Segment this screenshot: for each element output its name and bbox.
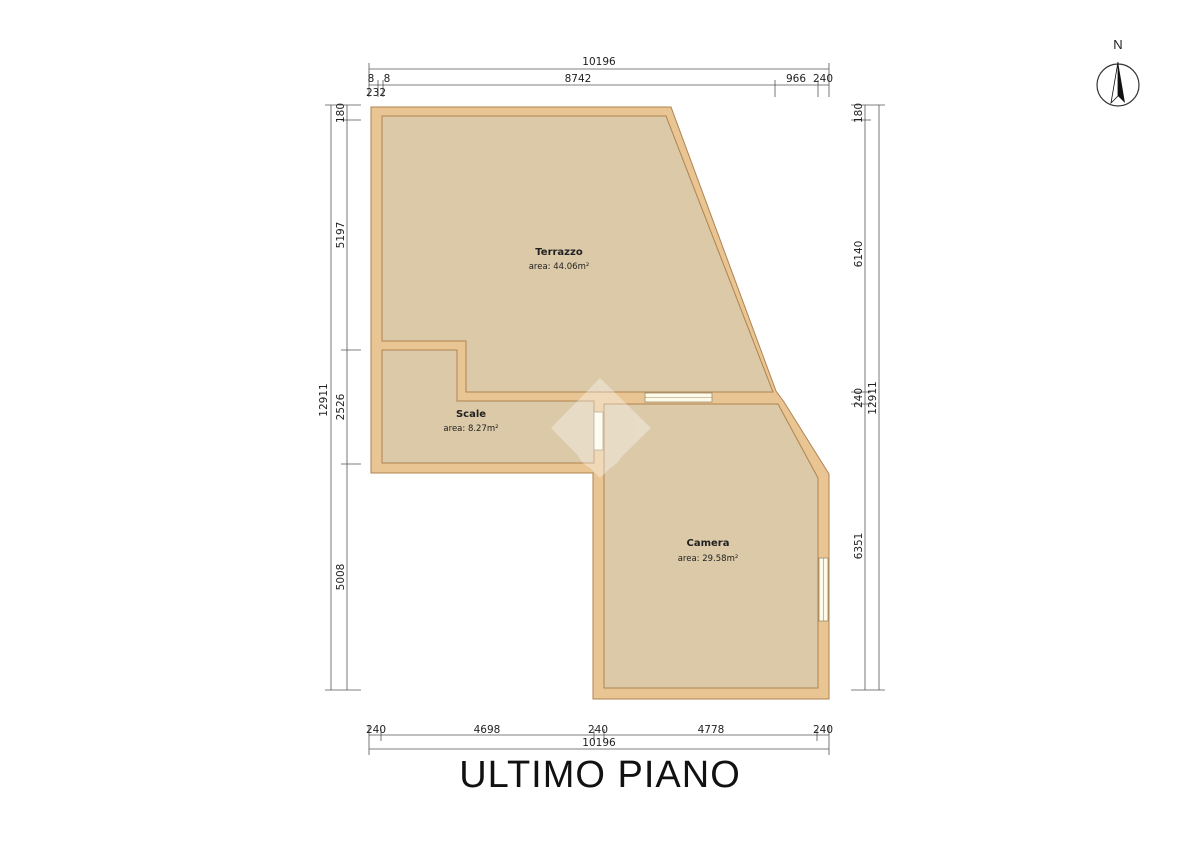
dim-top-f: 232 xyxy=(366,87,386,99)
compass: N xyxy=(1096,37,1140,107)
room-terrazzo-area: area: 44.06m² xyxy=(529,262,590,272)
watermark xyxy=(551,378,651,478)
page-title: ULTIMO PIANO xyxy=(459,754,741,796)
room-scale-area: area: 8.27m² xyxy=(443,424,498,434)
dimension-lines xyxy=(325,63,885,755)
terrazzo-floor xyxy=(381,115,774,393)
scale-floor xyxy=(381,349,595,464)
dim-left-total: 12911 xyxy=(318,383,330,416)
dim-right-c: 240 xyxy=(853,388,865,408)
dim-left-b: 5197 xyxy=(335,222,347,249)
room-scale-name: Scale xyxy=(456,409,486,420)
dim-top-e: 240 xyxy=(813,73,833,85)
dim-bottom-e: 240 xyxy=(813,724,833,736)
compass-label: N xyxy=(1113,37,1122,52)
dim-right-a: 180 xyxy=(853,103,865,123)
windows xyxy=(593,392,829,622)
dim-right-d: 6351 xyxy=(853,533,865,560)
dim-bottom-a: 240 xyxy=(366,724,386,736)
dim-bottom-b: 4698 xyxy=(474,724,501,736)
door-opening xyxy=(593,411,604,451)
room-camera-area: area: 29.58m² xyxy=(678,554,739,564)
dim-top-c: 8742 xyxy=(565,73,592,85)
dim-left-d: 5008 xyxy=(335,564,347,591)
dim-top-b: 8 xyxy=(384,73,391,85)
dim-right-b: 6140 xyxy=(853,241,865,268)
dim-left-c: 2526 xyxy=(335,393,347,420)
room-camera-name: Camera xyxy=(687,538,730,549)
dim-top-d: 966 xyxy=(786,73,806,85)
camera-floor xyxy=(603,403,819,689)
dim-bottom-d: 4778 xyxy=(698,724,725,736)
room-terrazzo-name: Terrazzo xyxy=(535,247,583,258)
dim-bottom-c: 240 xyxy=(588,724,608,736)
dim-right-total: 12911 xyxy=(867,381,879,414)
dim-bottom-total: 10196 xyxy=(582,737,616,749)
dim-top-a: 8 xyxy=(368,73,375,85)
dim-top-total: 10196 xyxy=(582,56,616,68)
dim-left-a: 180 xyxy=(335,103,347,123)
